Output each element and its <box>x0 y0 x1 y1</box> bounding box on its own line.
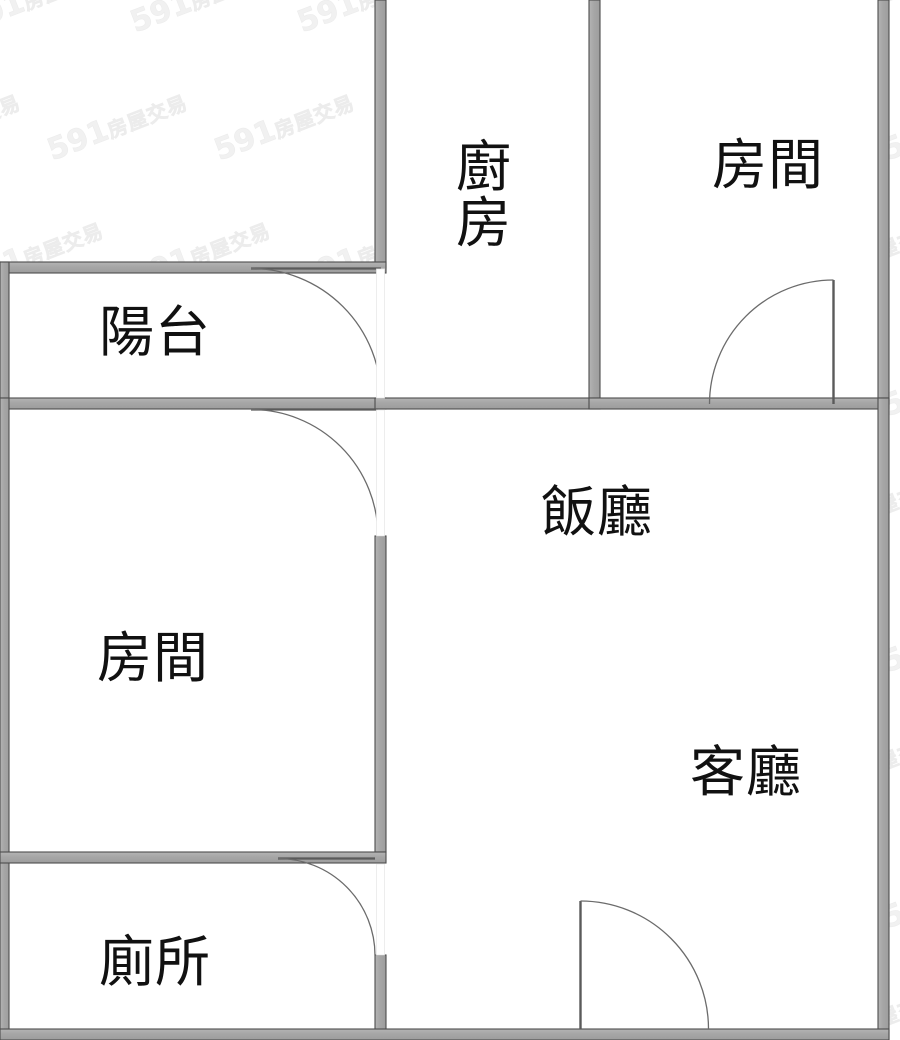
wall-bathroom-right-lower <box>374 954 387 1040</box>
wall-bedroom-top-bottom <box>588 397 890 410</box>
opening-kitchen-dining <box>376 268 385 399</box>
kitchen-floor <box>386 0 589 398</box>
opening-bathroom-hall <box>376 863 385 956</box>
wall-balcony-bottom <box>0 397 387 410</box>
wall-bathroom-divider <box>0 851 387 864</box>
wall-outer-left-balcony <box>0 261 10 409</box>
bathroom-floor <box>9 863 386 1029</box>
opening-dining-hall <box>376 409 385 537</box>
wall-openings <box>376 268 385 956</box>
wall-outer-right-top <box>877 0 890 405</box>
wall-outer-right-main <box>877 397 890 1040</box>
wall-kitchen-bedroom-divider <box>588 0 601 406</box>
wall-outer-bottom <box>0 1028 890 1040</box>
bedroom-top-door <box>708 279 835 405</box>
bedroom-left-door <box>250 408 379 537</box>
bedroom-top-floor <box>600 0 878 398</box>
floor-fills <box>9 0 878 1029</box>
bathroom-door <box>277 857 376 956</box>
wall-outer-left-main <box>0 397 10 1040</box>
wall-bedroom-left-right <box>374 535 387 853</box>
wall-kitchen-left-upper <box>374 0 387 269</box>
wall-balcony-top <box>0 261 387 274</box>
bedroom-left-floor <box>9 409 386 852</box>
balcony-floor <box>9 273 386 398</box>
dining-living-floor <box>386 409 878 1029</box>
wall-kitchen-bottom <box>374 397 601 410</box>
entrance-door <box>579 900 710 1030</box>
